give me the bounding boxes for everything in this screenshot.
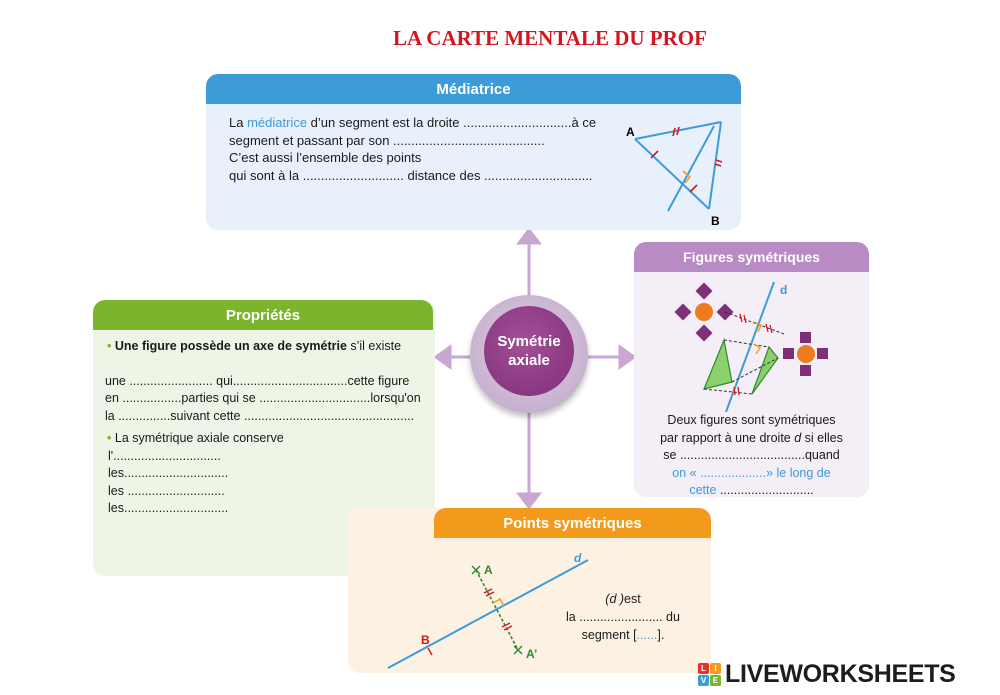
proprietes-p2: • La symétrique axiale conserve xyxy=(105,430,435,448)
text-d: d xyxy=(794,430,802,445)
proprietes-p1: • Une figure possède un axe de symétrie … xyxy=(105,338,435,356)
segment-a-a2 xyxy=(475,569,519,651)
mediatrice-header: Médiatrice xyxy=(206,74,741,104)
logo-letter: E xyxy=(710,674,721,686)
proprietes-text: • Une figure possède un axe de symétrie … xyxy=(93,330,435,518)
center-line-2: axiale xyxy=(508,352,550,369)
points-header: Points symétriques xyxy=(434,508,711,538)
text: La xyxy=(229,115,248,130)
logo-icon: L I V E xyxy=(698,662,721,686)
text: cette xyxy=(689,483,720,497)
label-b: B xyxy=(421,633,430,647)
figures-line-3: se ....................................q… xyxy=(663,448,840,462)
text: est xyxy=(624,592,641,606)
label-d: d xyxy=(574,551,582,565)
page-title: LA CARTE MENTALE DU PROF xyxy=(393,26,707,50)
segment-a-b xyxy=(634,138,710,210)
mediatrice-card: Médiatrice La médiatrice d’un segment es… xyxy=(206,74,741,230)
logo-letter: I xyxy=(710,662,721,674)
center-title: Symétrie axiale xyxy=(484,306,574,396)
figures-line-4: on « ...................» le long de xyxy=(672,465,831,480)
points-line-1: (d )est xyxy=(558,590,688,608)
points-line-2: la ........................ du xyxy=(566,610,680,624)
proprietes-i1: l'............................... xyxy=(108,448,221,463)
center-line-1: Symétrie xyxy=(497,333,561,350)
text-dots: ...... xyxy=(636,628,658,642)
mediatrice-term: médiatrice xyxy=(247,115,308,130)
mediatrice-text: La médiatrice d’un segment est la droite… xyxy=(206,104,606,184)
points-card: Points symétriques d A A’ B (d )est la .… xyxy=(348,508,711,673)
flower-left xyxy=(674,282,734,342)
logo-text: LIVEWORKSHEETS xyxy=(725,659,956,688)
perpendicular-bisector xyxy=(667,125,715,212)
figures-line-1: Deux figures sont symétriques xyxy=(667,413,836,427)
mediatrice-line-1: La médiatrice d’un segment est la droite… xyxy=(229,114,606,132)
triangle-left xyxy=(702,337,733,390)
text: s’il existe xyxy=(346,339,402,353)
figures-diagram: d xyxy=(674,281,828,412)
proprietes-l3: la ...............suivant cette ........… xyxy=(105,408,415,423)
text: ........................... xyxy=(719,483,814,497)
proprietes-i2: les.............................. xyxy=(108,466,229,480)
figures-line-5: cette ........................... xyxy=(634,482,869,497)
axis-d xyxy=(387,559,589,669)
label-a-prime: A’ xyxy=(526,647,537,661)
triangle-right xyxy=(751,345,779,395)
points-line-3: segment [......]. xyxy=(558,626,688,644)
figures-header: Figures symétriques xyxy=(634,242,869,272)
label-a: A xyxy=(484,563,493,577)
segment-top-b xyxy=(708,121,722,210)
bullet: • xyxy=(107,431,112,445)
proprietes-header: Propriétés xyxy=(93,300,433,330)
mediatrice-line-4: qui sont à la ..........................… xyxy=(229,167,593,183)
figures-card: Figures symétriques d xyxy=(634,242,869,497)
proprietes-l2: en .................parties qui se .....… xyxy=(105,391,421,405)
label-a: A xyxy=(626,125,635,139)
text: ]. xyxy=(657,628,665,642)
logo-letter: L xyxy=(698,662,709,674)
liveworksheets-logo: L I V E LIVEWORKSHEETS xyxy=(698,660,956,688)
text: La symétrique axiale conserve xyxy=(111,431,284,445)
points-text: (d )est la ........................ du s… xyxy=(558,590,688,644)
proprietes-l1: une ........................ qui........… xyxy=(105,373,410,388)
text: segment [ xyxy=(581,628,637,642)
figures-text: Deux figures sont symétriques par rappor… xyxy=(634,412,869,497)
proprietes-i4: les.............................. xyxy=(108,501,229,515)
points-diagram: d A A’ B xyxy=(387,551,589,669)
bullet: • xyxy=(107,339,112,353)
text: par rapport à une droite xyxy=(660,430,795,445)
logo-letter: V xyxy=(698,674,709,686)
text: si elles xyxy=(801,430,843,445)
text: d’un segment est la droite .............… xyxy=(307,115,597,130)
text-d: (d ) xyxy=(605,592,625,606)
proprietes-card: Propriétés • Une figure possède un axe d… xyxy=(93,300,435,576)
label-b: B xyxy=(711,214,720,228)
figures-line-2: par rapport à une droite d si elles xyxy=(634,430,869,448)
mediatrice-line-3: C’est aussi l’ensemble des points xyxy=(229,150,422,165)
text-bold: Une figure possède un axe de symétrie xyxy=(114,339,347,353)
label-d: d xyxy=(780,283,787,297)
mediatrice-diagram: A B xyxy=(626,121,723,228)
spacer xyxy=(105,356,435,373)
proprietes-i3: les ............................ xyxy=(108,483,225,498)
mediatrice-line-2: segment et passant par son .............… xyxy=(229,132,545,148)
flower-right xyxy=(783,332,828,376)
